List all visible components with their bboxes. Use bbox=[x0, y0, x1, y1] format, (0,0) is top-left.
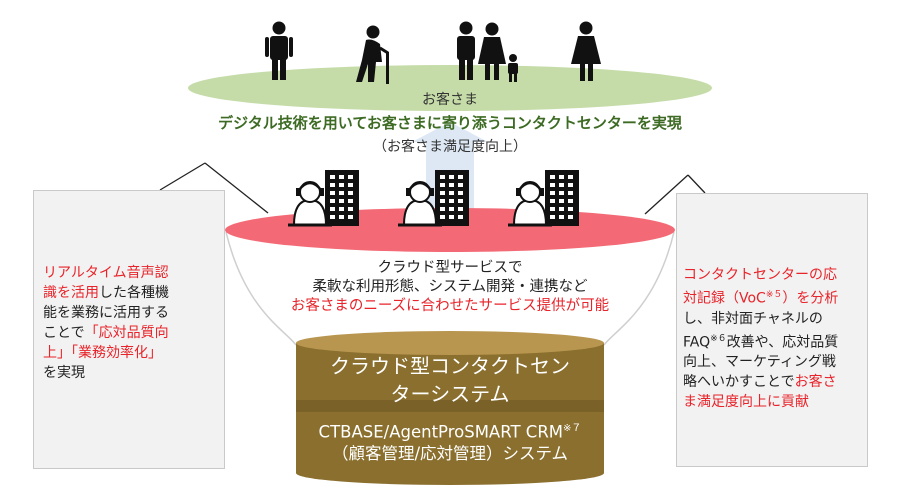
operator-group bbox=[288, 170, 359, 227]
building-icon bbox=[545, 170, 579, 226]
left-panel-text: リアルタイム音声認 識を活用した各種機 能を業務に活用する ことで「応対品質向 … bbox=[43, 263, 215, 383]
right-red-2b: ）を分析 bbox=[782, 290, 839, 307]
right-red-7: ま満足度向上に貢献 bbox=[683, 394, 809, 411]
elderly-icon bbox=[356, 25, 389, 84]
building-icon bbox=[435, 170, 469, 226]
right-text-4a: FAQ bbox=[683, 334, 711, 351]
left-text-6: を実現 bbox=[43, 365, 85, 381]
right-note-5: ※５ bbox=[765, 290, 783, 300]
right-note-6: ※６ bbox=[710, 333, 727, 344]
left-connector-2 bbox=[204, 162, 269, 214]
system-title-line-1: クラウド型コンタクトセン bbox=[330, 354, 570, 378]
right-red-6: お客さ bbox=[794, 374, 837, 391]
man-icon bbox=[265, 21, 293, 80]
right-red-2a: 対記録（VoC bbox=[683, 290, 766, 307]
system-title-line-2: ターシステム bbox=[390, 382, 510, 406]
cloud-line-1: クラウド型サービスで bbox=[377, 260, 523, 276]
cloud-service-text: クラウド型サービスで 柔軟な利用形態、システム開発・連携など お客さまのニーズに… bbox=[258, 259, 642, 316]
system-note-7: ※７ bbox=[563, 423, 582, 434]
right-red-1: コンタクトセンターの応 bbox=[683, 267, 837, 283]
right-text-5: 向上、マーケティング戦 bbox=[683, 354, 836, 371]
operator-icon bbox=[288, 181, 332, 227]
left-connector bbox=[159, 162, 206, 191]
system-subtitle: CTBASE/AgentProSMART CRM※７ （顧客管理/応対管理）シス… bbox=[290, 418, 610, 464]
cloud-line-2: 柔軟な利用形態、システム開発・連携など bbox=[312, 279, 588, 295]
system-sub-line-1: CTBASE/AgentProSMART CRM bbox=[318, 422, 564, 442]
right-connector-2 bbox=[687, 174, 706, 194]
left-red-1: リアルタイム音声認 bbox=[43, 265, 169, 281]
operator-group bbox=[398, 170, 469, 227]
right-connector bbox=[644, 174, 689, 215]
operator-icon bbox=[398, 181, 442, 227]
woman-icon bbox=[571, 21, 601, 81]
left-red-4: 「応対品質向 bbox=[84, 325, 169, 341]
system-cylinder bbox=[296, 331, 604, 485]
left-red-2: 識を活用 bbox=[43, 285, 99, 301]
system-title: クラウド型コンタクトセン ターシステム bbox=[305, 352, 595, 408]
operator-group bbox=[508, 170, 579, 227]
right-panel bbox=[676, 193, 868, 467]
goal-title: デジタル技術を用いてお客さまに寄り添うコンタクトセンターを実現 bbox=[218, 114, 682, 132]
goal-subtitle: （お客さま満足度向上） bbox=[373, 139, 527, 155]
family-icon bbox=[457, 21, 518, 82]
funnel-outline bbox=[225, 231, 675, 346]
left-red-5: 上」「業務効率化」 bbox=[43, 345, 162, 361]
right-text-6: 略へいかすことで bbox=[683, 374, 795, 391]
right-text-3: し、非対面チャネルの bbox=[683, 310, 823, 327]
customers-label: お客さま bbox=[422, 92, 478, 108]
left-panel bbox=[33, 190, 225, 469]
right-text-4b: 改善や、応対品質 bbox=[726, 334, 839, 351]
building-icon bbox=[325, 170, 359, 226]
left-text-3: 能を業務に活用する bbox=[43, 305, 169, 321]
left-text-2: した各種機 bbox=[99, 285, 169, 301]
cloud-line-3: お客さまのニーズに合わせたサービス提供が可能 bbox=[290, 298, 610, 314]
right-panel-text: コンタクトセンターの応 対記録（VoC※５）を分析 し、非対面チャネルの FAQ… bbox=[683, 265, 863, 412]
system-sub-line-2: （顧客管理/応対管理）システム bbox=[331, 443, 569, 463]
left-text-4: ことで bbox=[43, 325, 85, 341]
